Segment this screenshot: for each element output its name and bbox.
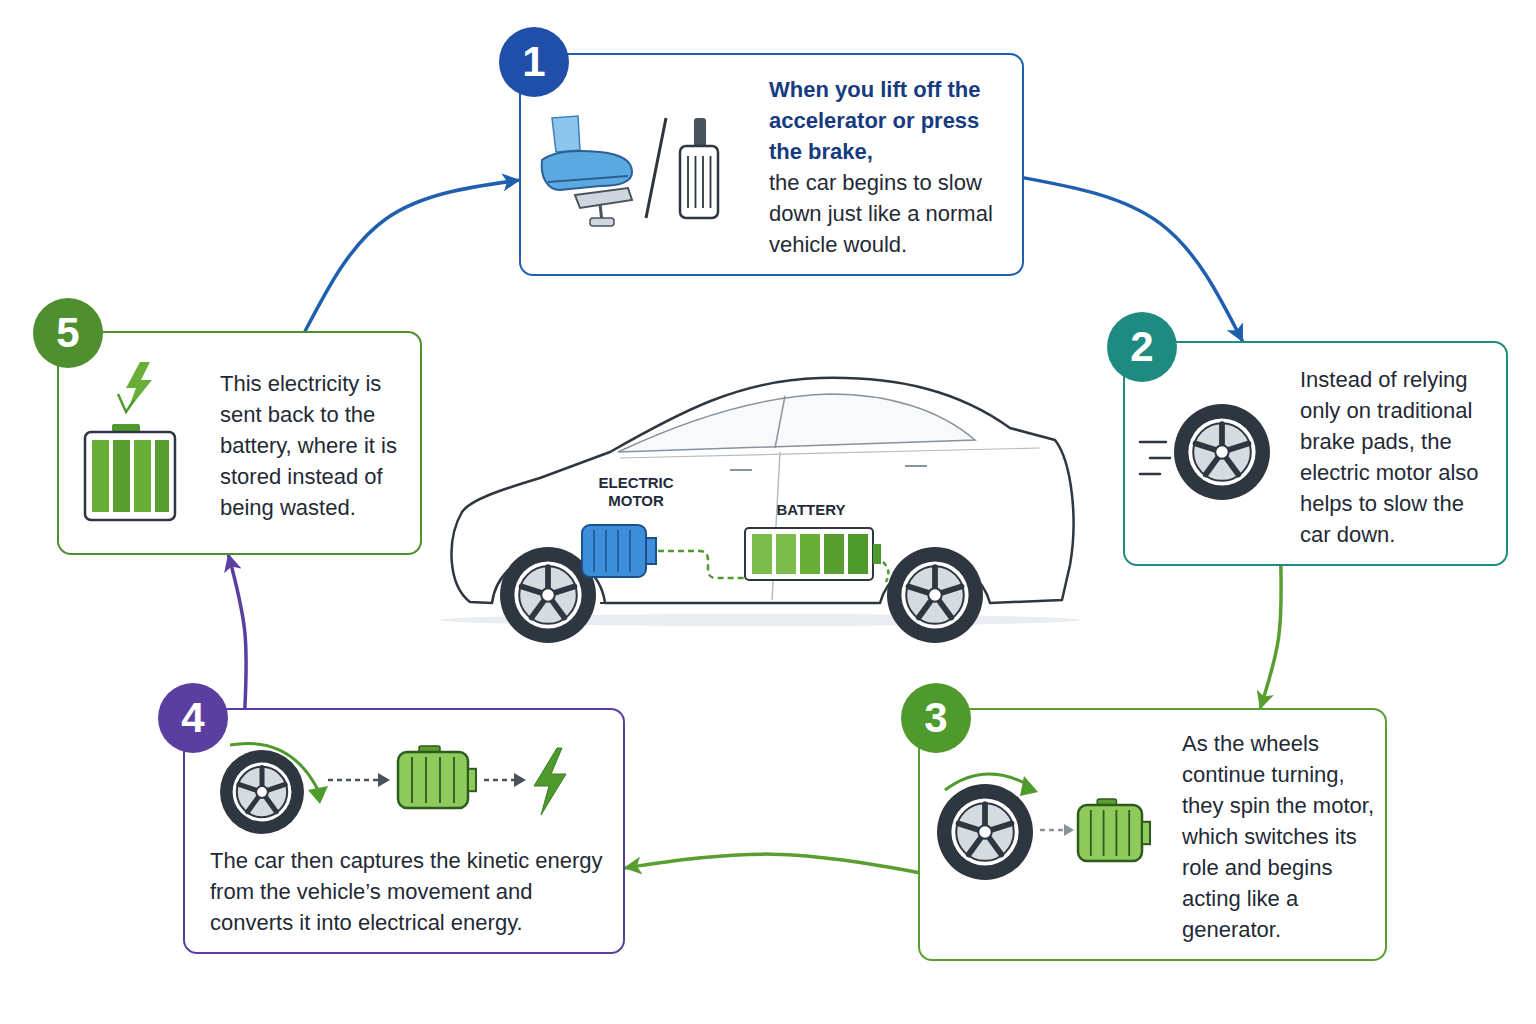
- callout-number: 3: [901, 683, 971, 753]
- car-battery: [745, 528, 881, 580]
- flow-arrow: [1260, 566, 1281, 708]
- step-text: This electricity is sent back to the bat…: [220, 368, 412, 523]
- part-label: ELECTRIC MOTOR: [583, 470, 689, 514]
- step-text: the car begins to slow down just like a …: [769, 167, 1014, 260]
- wheel-icon: [887, 547, 983, 643]
- step-text: The car then captures the kinetic energy…: [210, 845, 615, 938]
- flow-arrow: [229, 555, 247, 708]
- step-text: Instead of relying only on traditional b…: [1300, 364, 1498, 550]
- flow-arrow: [1024, 178, 1242, 341]
- callout-number: 1: [499, 27, 569, 97]
- callout-number: 2: [1107, 312, 1177, 382]
- step-box: This electricity is sent back to the bat…: [57, 331, 422, 555]
- step-box: Instead of relying only on traditional b…: [1123, 341, 1508, 566]
- part-label: BATTERY: [766, 499, 856, 521]
- car-motor: [582, 525, 656, 577]
- step-box: When you lift off the accelerator or pre…: [519, 53, 1024, 276]
- callout-number: 4: [158, 683, 228, 753]
- step-box: The car then captures the kinetic energy…: [183, 708, 625, 954]
- step-box: As the wheels continue turning, they spi…: [918, 708, 1387, 961]
- flow-arrow: [305, 180, 519, 331]
- callout-number: 5: [33, 298, 103, 368]
- step-text: As the wheels continue turning, they spi…: [1182, 728, 1377, 945]
- step-heading: When you lift off the accelerator or pre…: [769, 74, 1014, 167]
- flow-arrow: [625, 854, 918, 872]
